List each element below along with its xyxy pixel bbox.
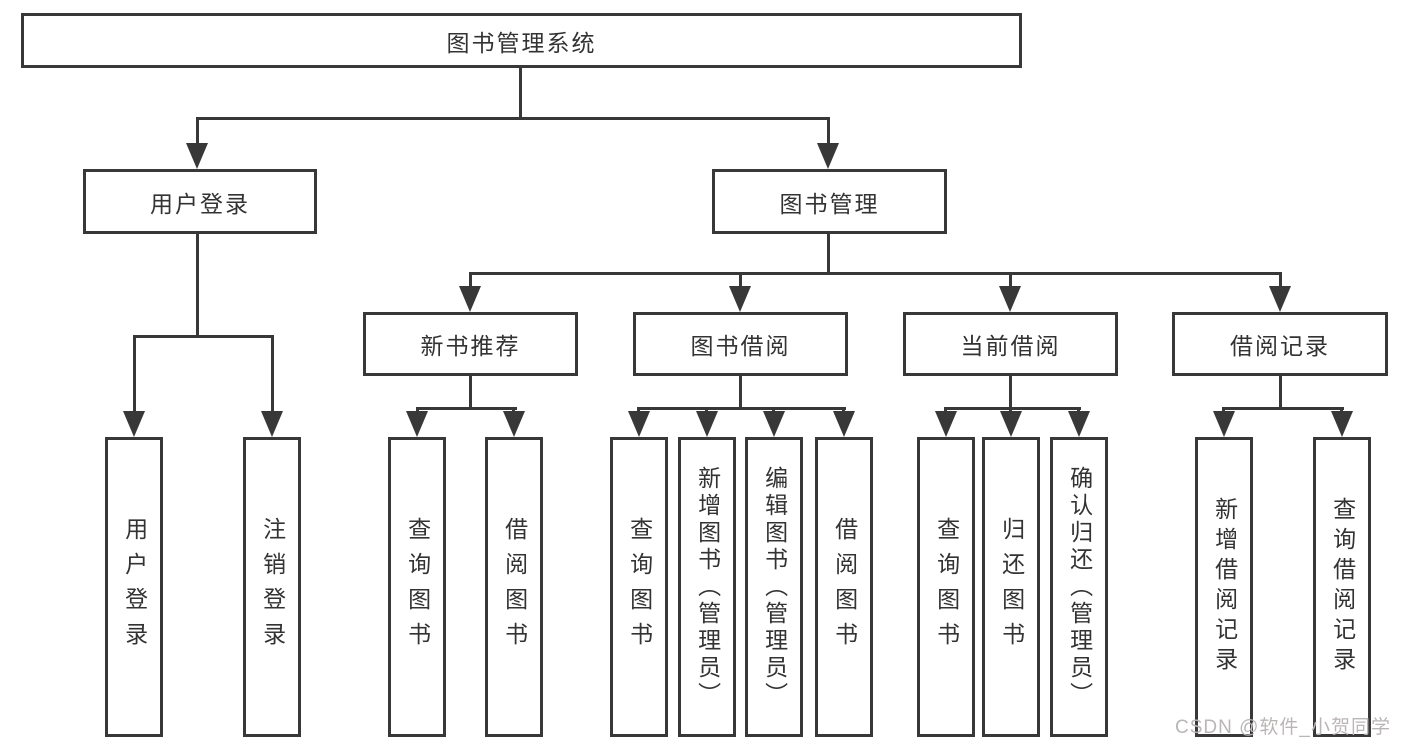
arrow-down-icon: [999, 286, 1021, 312]
connector-line: [944, 407, 1081, 410]
connector-line: [739, 272, 742, 286]
arrow-down-icon: [696, 411, 718, 437]
arrow-down-icon: [935, 411, 957, 437]
connector-line: [1009, 407, 1012, 413]
node-borrowing-records: 借阅记录: [1172, 312, 1388, 376]
connector-line: [469, 272, 1282, 275]
connector-line: [1009, 272, 1012, 286]
arrow-down-icon: [833, 411, 855, 437]
leaf-add-book-admin: 新增图书（管理员）: [678, 437, 736, 737]
arrow-down-icon: [763, 411, 785, 437]
connector-line: [827, 234, 830, 272]
connector-line: [196, 234, 199, 335]
leaf-query-borrow-record-label: 查询借阅记录: [1329, 497, 1356, 677]
connector-line: [772, 407, 775, 413]
connector-line: [1009, 376, 1012, 407]
connector-line: [1279, 272, 1282, 286]
connector-line: [1340, 407, 1343, 413]
connector-line: [519, 68, 522, 117]
connector-line: [1222, 407, 1225, 413]
leaf-query-books-borrowing-label: 查询图书: [626, 517, 653, 657]
arrow-down-icon: [186, 143, 208, 169]
node-book-borrowing: 图书借阅: [633, 312, 848, 376]
arrow-down-icon: [261, 411, 283, 437]
connector-line: [1279, 376, 1282, 407]
leaf-query-borrow-record: 查询借阅记录: [1313, 437, 1371, 737]
connector-line: [827, 117, 830, 143]
leaf-edit-book-admin-label: 编辑图书（管理员）: [761, 465, 788, 709]
arrow-down-icon: [406, 411, 428, 437]
arrow-down-icon: [1331, 411, 1353, 437]
connector-line: [1077, 407, 1080, 413]
arrow-down-icon: [1000, 411, 1022, 437]
connector-line: [512, 407, 515, 413]
leaf-borrow-books-borrowing: 借阅图书: [815, 437, 873, 737]
connector-line: [1222, 407, 1344, 410]
leaf-user-login-label: 用户登录: [121, 517, 148, 657]
leaf-edit-book-admin: 编辑图书（管理员）: [745, 437, 803, 737]
connector-line: [416, 407, 419, 413]
node-new-book-recommend: 新书推荐: [363, 312, 578, 376]
arrow-down-icon: [503, 411, 525, 437]
connector-line: [705, 407, 708, 413]
node-current-borrowing: 当前借阅: [903, 312, 1118, 376]
leaf-borrow-books-recommend: 借阅图书: [485, 437, 543, 737]
connector-line: [197, 117, 830, 120]
arrow-down-icon: [817, 143, 839, 169]
leaf-query-books-borrowing: 查询图书: [610, 437, 668, 737]
connector-line: [271, 335, 274, 411]
connector-line: [842, 407, 845, 413]
leaf-confirm-return-admin-label: 确认归还（管理员）: [1066, 465, 1093, 709]
node-library-management-system: 图书管理系统: [21, 13, 1022, 68]
leaf-query-books-current-label: 查询图书: [933, 517, 960, 657]
node-user-login: 用户登录: [83, 169, 317, 234]
leaf-return-books: 归还图书: [982, 437, 1040, 737]
watermark: CSDN @软件_小贺同学: [1175, 717, 1391, 738]
node-book-management: 图书管理: [712, 169, 947, 234]
leaf-logout: 注销登录: [243, 437, 301, 737]
connector-line: [637, 407, 846, 410]
connector-line: [944, 407, 947, 413]
leaf-logout-label: 注销登录: [259, 517, 286, 657]
arrow-down-icon: [628, 411, 650, 437]
connector-line: [637, 407, 640, 413]
leaf-user-login: 用户登录: [105, 437, 163, 737]
connector-line: [133, 335, 274, 338]
connector-line: [196, 117, 199, 143]
leaf-return-books-label: 归还图书: [998, 517, 1025, 657]
leaf-add-book-admin-label: 新增图书（管理员）: [694, 465, 721, 709]
leaf-borrow-books-recommend-label: 借阅图书: [501, 517, 528, 657]
leaf-query-books-recommend-label: 查询图书: [404, 517, 431, 657]
connector-line: [416, 407, 517, 410]
connector-line: [469, 272, 472, 286]
connector-line: [739, 376, 742, 407]
arrow-down-icon: [729, 286, 751, 312]
arrow-down-icon: [1269, 286, 1291, 312]
leaf-confirm-return-admin: 确认归还（管理员）: [1050, 437, 1108, 737]
arrow-down-icon: [123, 411, 145, 437]
leaf-add-borrow-record: 新增借阅记录: [1195, 437, 1253, 737]
arrow-down-icon: [459, 286, 481, 312]
leaf-query-books-recommend: 查询图书: [388, 437, 446, 737]
connector-line: [469, 376, 472, 407]
leaf-borrow-books-borrowing-label: 借阅图书: [831, 517, 858, 657]
leaf-add-borrow-record-label: 新增借阅记录: [1211, 497, 1238, 677]
connector-line: [133, 335, 136, 411]
leaf-query-books-current: 查询图书: [917, 437, 975, 737]
arrow-down-icon: [1068, 411, 1090, 437]
arrow-down-icon: [1213, 411, 1235, 437]
